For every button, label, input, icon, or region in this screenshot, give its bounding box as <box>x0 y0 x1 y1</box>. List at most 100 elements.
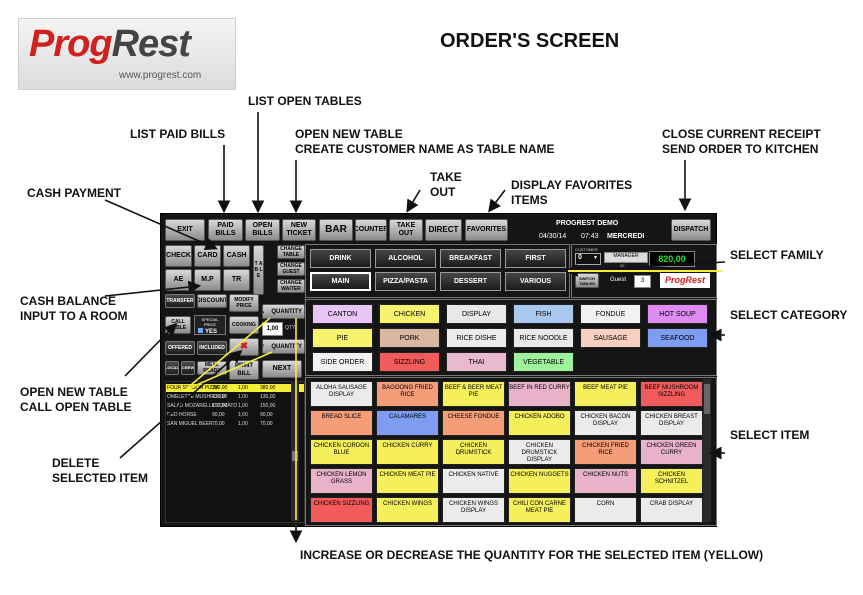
paid-bills-button[interactable]: PAID BILLS <box>208 219 243 241</box>
menu-item[interactable]: CHICKEN SIZZLING <box>310 497 373 523</box>
family-breakfast[interactable]: BREAKFAST <box>440 249 501 268</box>
crew-button[interactable]: CREW <box>181 361 195 375</box>
menu-item[interactable]: CHICKEN BREAST DISPLAY <box>640 410 703 436</box>
menu-item[interactable]: CHICKEN DRUMSTICK <box>442 439 505 465</box>
family-main[interactable]: MAIN <box>310 272 371 291</box>
menu-item[interactable]: CHICKEN WINGS DISPLAY <box>442 497 505 523</box>
check-button[interactable]: CHECK <box>165 245 192 267</box>
change-table-button[interactable]: CHANGE TABLE <box>277 245 305 259</box>
menu-item[interactable]: CHICKEN CURRY <box>376 439 439 465</box>
category-vegetable[interactable]: VEGETABLE <box>513 352 574 372</box>
menu-item[interactable]: BAGOONG FRIED RICE <box>376 381 439 407</box>
included-button[interactable]: INCLUDED <box>197 341 227 355</box>
menu-item[interactable]: CHICKEN ADOBO <box>508 410 571 436</box>
offered-button[interactable]: OFFERED <box>165 341 195 355</box>
menu-item[interactable]: CHILI CON CARNE MEAT PIE <box>508 497 571 523</box>
category-sausage[interactable]: SAUSAGE <box>580 328 641 348</box>
change-guest-button[interactable]: CHANGE GUEST <box>277 262 305 276</box>
category-thai[interactable]: THAI <box>446 352 507 372</box>
delete-item-button[interactable]: ✖ <box>229 338 259 356</box>
special-price-toggle[interactable]: SPECIAL PRICE YES <box>194 315 226 335</box>
menu-item[interactable]: CHICKEN DRUMSTICK DISPLAY <box>508 439 571 465</box>
family-first[interactable]: FIRST <box>505 249 566 268</box>
switch-tables-button[interactable]: SWITCH TABLES <box>575 273 599 288</box>
menu-item[interactable]: CHICKEN NUTS <box>574 468 637 494</box>
tr-button[interactable]: TR <box>223 269 250 291</box>
category-fondue[interactable]: FONDUE <box>580 304 641 324</box>
table-vertical-button[interactable]: T A B L E <box>253 245 264 295</box>
menu-item[interactable]: CHICKEN SCHNITZEL <box>640 468 703 494</box>
open-bills-button[interactable]: OPEN BILLS <box>245 219 280 241</box>
transfer-button[interactable]: TRANSFER <box>165 294 195 308</box>
quantity-down-button[interactable]: ▼QUANTITY <box>262 339 305 354</box>
local-button[interactable]: LOCAL <box>165 361 179 375</box>
category-sizzling[interactable]: SIZZLING <box>379 352 440 372</box>
quantity-value-field[interactable]: 1,00 <box>262 322 283 336</box>
menu-item[interactable]: BEEF IN RED CURRY <box>508 381 571 407</box>
category-pie[interactable]: PIE <box>312 328 373 348</box>
category-fish[interactable]: FISH <box>513 304 574 324</box>
family-pizza-pasta[interactable]: PIZZA/PASTA <box>375 272 436 291</box>
family-alcohol[interactable]: ALCOHOL <box>375 249 436 268</box>
guest-count-field[interactable]: 3 <box>634 275 651 288</box>
favorites-button[interactable]: FAVORITES <box>465 219 508 241</box>
menu-item[interactable]: BEEF MUSHROOM SIZZLING <box>640 381 703 407</box>
change-waiter-button[interactable]: CHANGE WAITER <box>277 279 305 293</box>
menu-item[interactable]: CHICKEN CORDON BLUE <box>310 439 373 465</box>
menu-item[interactable]: BREAD SLICE <box>310 410 373 436</box>
menu-item[interactable]: CALAMARES <box>376 410 439 436</box>
next-button[interactable]: NEXT <box>262 360 302 378</box>
category-hot-soup[interactable]: HOT SOUP <box>647 304 708 324</box>
direct-button[interactable]: DIRECT <box>425 219 462 241</box>
mp-button[interactable]: M.P <box>194 269 221 291</box>
counter-button[interactable]: COUNTER <box>355 219 387 241</box>
menu-item[interactable]: CHICKEN MEAT PIE <box>376 468 439 494</box>
family-drink[interactable]: DRINK <box>310 249 371 268</box>
exit-button[interactable]: EXIT <box>165 219 205 241</box>
scrollbar-thumb[interactable] <box>292 451 298 461</box>
family-dessert[interactable]: DESSERT <box>440 272 501 291</box>
ae-button[interactable]: AE <box>165 269 192 291</box>
print-bill-button[interactable]: PRINT BILL <box>229 360 259 380</box>
modify-price-button[interactable]: MODIFY PRICE <box>229 294 259 312</box>
menu-item[interactable]: CHICKEN NATIVE <box>442 468 505 494</box>
menu-item[interactable]: ALOHA SAUSAGE DISPLAY <box>310 381 373 407</box>
cooking-button[interactable]: COOKING <box>229 316 259 334</box>
cash-button[interactable]: CASH <box>223 245 250 267</box>
menu-item[interactable]: CHICKEN FRIED RICE <box>574 439 637 465</box>
new-ticket-button[interactable]: NEW TICKET <box>282 219 316 241</box>
item-scrollbar[interactable] <box>703 379 711 522</box>
category-canton[interactable]: CANTON <box>312 304 373 324</box>
bar-button[interactable]: BAR <box>319 219 353 241</box>
order-list-scrollbar[interactable] <box>291 381 299 521</box>
menu-item[interactable]: CHICKEN LEMON GRASS <box>310 468 373 494</box>
category-rice-dishe[interactable]: RICE DISHE <box>446 328 507 348</box>
menu-item[interactable]: CHICKEN GREEN CURRY <box>640 439 703 465</box>
category-chicken[interactable]: CHICKEN <box>379 304 440 324</box>
menu-item[interactable]: CHICKEN BACON DISPLAY <box>574 410 637 436</box>
menu-item[interactable]: CORN <box>574 497 637 523</box>
take-out-button[interactable]: TAKE OUT <box>389 219 423 241</box>
quantity-up-button[interactable]: ▲QUANTITY <box>262 304 305 319</box>
discount-button[interactable]: DISCOUNT <box>197 294 227 308</box>
category-side-order[interactable]: SIDE ORDER <box>312 352 373 372</box>
customer-select[interactable]: 0▼ <box>575 253 601 265</box>
category-rice-noodle[interactable]: RICE NOODLE <box>513 328 574 348</box>
menu-item[interactable]: CHEESE FONDUE <box>442 410 505 436</box>
dispatch-button[interactable]: DISPATCH <box>671 219 711 241</box>
family-various[interactable]: VARIOUS <box>505 272 566 291</box>
category-display[interactable]: DISPLAY <box>446 304 507 324</box>
call-table-button[interactable]: CALL TABLE <box>165 316 191 334</box>
menu-item[interactable]: CHICKEN NUGGETS <box>508 468 571 494</box>
menu-item[interactable]: BEEF & BEER MEAT PIE <box>442 381 505 407</box>
category-pork[interactable]: PORK <box>379 328 440 348</box>
menu-item[interactable]: BEEF MEAT PIE <box>574 381 637 407</box>
item-scrollbar-thumb[interactable] <box>704 384 710 414</box>
category-seafood[interactable]: SEAFOOD <box>647 328 708 348</box>
menu-item[interactable]: CHICKEN WINGS <box>376 497 439 523</box>
